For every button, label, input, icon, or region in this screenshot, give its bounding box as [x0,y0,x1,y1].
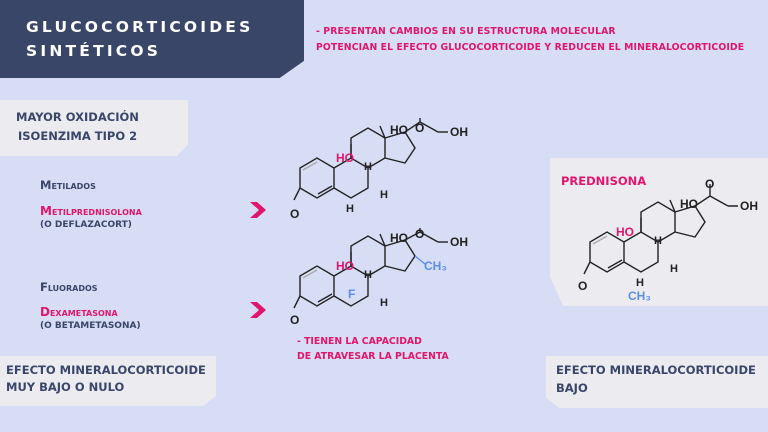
page-title-line1: GLUCOCORTICOIDES [26,18,254,36]
label-f9: F [348,287,355,301]
prednisona-card: PREDNISONA O O HO HO OH H H H CH₃ [550,158,768,306]
svg-text:HO: HO [390,231,408,245]
note-structure-change: - PRESENTAN CAMBIOS EN SU ESTRUCTURA MOL… [316,26,616,37]
label-ho11: HO [336,151,354,165]
svg-text:O: O [705,177,714,191]
svg-text:OH: OH [740,199,758,213]
svg-text:O: O [290,313,299,327]
effect-card-right: EFECTO MINERALOCORTICOIDE BAJO [546,356,768,408]
svg-text:H: H [364,161,372,173]
svg-text:H: H [380,297,388,309]
effect-left-line2: MUY BAJO O NULO [6,380,125,394]
effect-card-left: EFECTO MINERALOCORTICOIDE MUY BAJO O NUL… [0,356,216,406]
placenta-note-line2: DE ATRAVESAR LA PLACENTA [297,351,449,362]
svg-text:H: H [346,203,354,215]
svg-text:H: H [636,277,644,289]
drug-metilprednisolona: Metilprednisolona [40,204,142,218]
group-label-fluorados: Fluorados [40,280,98,294]
svg-text:HO: HO [336,259,354,273]
label-ch3-6: CH₃ [628,289,651,302]
svg-text:H: H [380,189,388,201]
prednisona-title: PREDNISONA [561,174,647,188]
label-oh21: OH [450,125,468,139]
label-ch3-16: CH₃ [424,259,447,273]
molecule-structure-prednisona: O O HO HO OH H H H CH₃ [576,176,766,306]
drug-alt-betametasona: (O BETAMETASONA) [40,321,141,331]
svg-text:O: O [415,228,424,241]
drug-alt-deflazacort: (O DEFLAZACORT) [40,220,132,230]
effect-right-line1: EFECTO MINERALOCORTICOIDE [556,363,756,377]
svg-text:H: H [670,263,678,275]
title-banner: GLUCOCORTICOIDES SINTÉTICOS [0,0,304,78]
svg-text:O: O [578,279,587,293]
page-title-line2: SINTÉTICOS [26,42,162,60]
effect-right-line2: BAJO [556,381,588,395]
svg-text:HO: HO [680,197,698,211]
svg-text:H: H [654,235,662,247]
oxidation-card: MAYOR OXIDACIÓN ISOENZIMA TIPO 2 [0,100,188,156]
group-label-metilados: Metilados [40,178,96,192]
molecule-structure-dexametasona: O O HO HO OH CH₃ F H H [290,222,480,332]
label-ho17: HO [390,123,408,137]
chevron-right-icon [248,200,268,220]
effect-left-line1: EFECTO MINERALOCORTICOIDE [6,363,206,377]
oxidation-line2: ISOENZIMA TIPO 2 [18,129,138,143]
svg-text:OH: OH [450,235,468,249]
note-potency: POTENCIAN EL EFECTO GLUCOCORTICOIDE Y RE… [316,42,745,53]
chevron-right-icon [248,300,268,320]
label-o20: O [415,121,424,135]
drug-dexametasona: Dexametasona [40,305,118,319]
svg-text:H: H [364,269,372,281]
svg-text:HO: HO [616,225,634,239]
label-o3: O [290,207,299,221]
placenta-note-line1: - TIENEN LA CAPACIDAD [297,336,422,347]
molecule-structure-metilprednisolona: O O HO HO OH H H H [290,110,480,228]
oxidation-line1: MAYOR OXIDACIÓN [16,110,139,124]
